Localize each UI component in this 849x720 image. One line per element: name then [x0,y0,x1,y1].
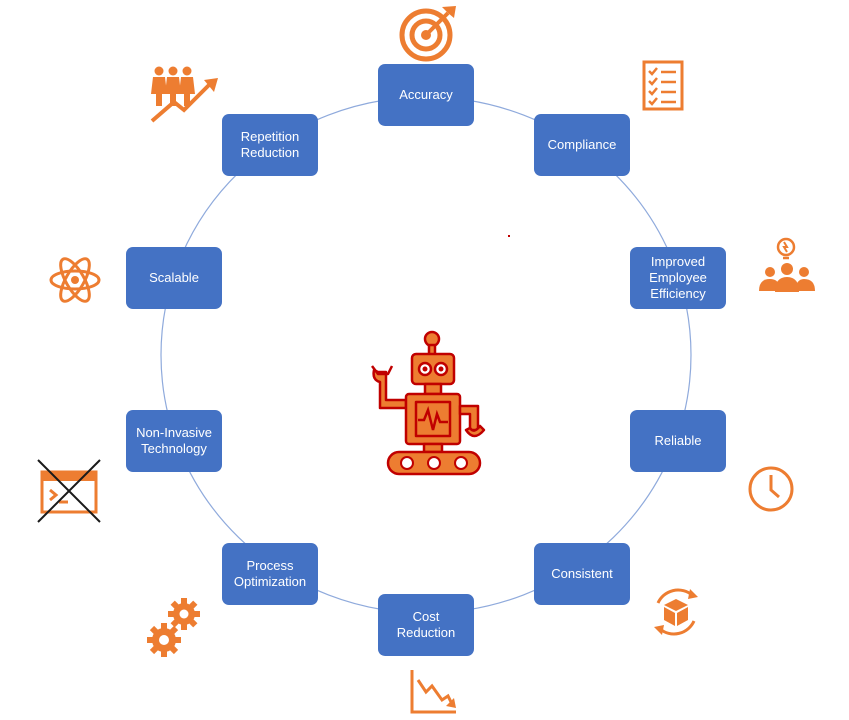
people-growth-icon [148,64,220,124]
node-accuracy: Accuracy [378,64,474,126]
node-label: Repetition Reduction [240,129,300,160]
node-label: Accuracy [399,87,453,102]
clock-icon [746,464,796,514]
node-label: Non-Invasive Technology [136,425,212,456]
node-improved-employee-efficiency: Improved Employee Efficiency [630,247,726,309]
box-cycle-icon [648,585,704,639]
node-cost-reduction: Cost Reduction [378,594,474,656]
node-label: Consistent [551,566,613,581]
declining-chart-icon [408,668,460,716]
node-label: Compliance [547,137,617,152]
node-label: Scalable [149,270,199,285]
team-idea-icon [756,236,818,296]
robot-icon [368,330,494,480]
node-label: Cost Reduction [396,609,456,640]
target-icon [398,4,458,62]
checklist-icon [642,60,686,112]
stray-dot [508,235,510,237]
node-consistent: Consistent [534,543,630,605]
node-process-optimization: Process Optimization [222,543,318,605]
node-label: Improved Employee Efficiency [649,254,707,301]
node-label: Process Optimization [233,558,307,589]
node-non-invasive-technology: Non-Invasive Technology [126,410,222,472]
node-compliance: Compliance [534,114,630,176]
node-label: Reliable [654,433,702,448]
node-scalable: Scalable [126,247,222,309]
gears-icon [146,596,202,660]
crossed-terminal-icon [36,458,102,524]
node-repetition-reduction: Repetition Reduction [222,114,318,176]
atom-icon [48,252,102,308]
node-reliable: Reliable [630,410,726,472]
